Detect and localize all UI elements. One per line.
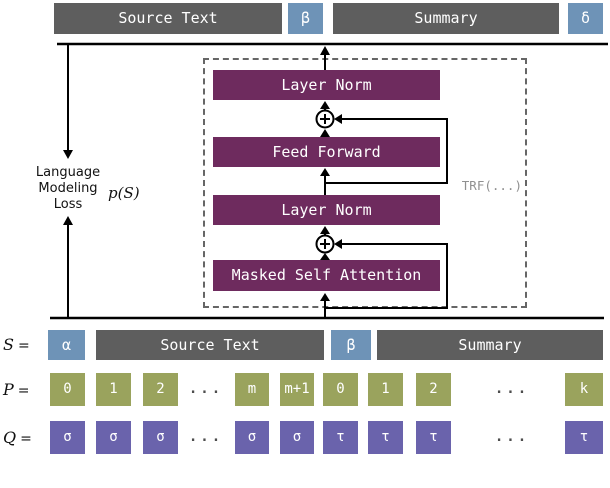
row-q-letter: Q [3,428,17,447]
p-token: 0 [323,373,358,406]
target-beta-token: β [288,3,323,34]
target-summary-segment: Summary [333,3,559,34]
trf-function-label: TRF(...) [461,178,522,193]
feed-forward-block: Feed Forward [213,137,440,167]
s-beta-token: β [331,330,371,360]
probability-p-of-s-label: p(S) [108,184,140,202]
q-token: σ [280,421,314,454]
q-token: τ [416,421,451,454]
row-q-label: Q= [3,421,45,456]
p-token: m [235,373,269,406]
loss-label-line2: Modeling [38,181,98,196]
q-token: σ [235,421,269,454]
p-token: 2 [143,373,178,406]
p-token: m+1 [280,373,314,406]
q-token: τ [565,421,603,454]
ellipsis: ... [494,429,530,445]
position-row: 0 1 2 ... m m+1 0 1 2 ... k [0,373,610,406]
row-s-letter: S [3,335,14,354]
s-source-text-segment: Source Text [96,330,324,360]
row-s-equals: = [17,338,30,354]
target-delta-token: δ [568,3,603,34]
q-token: τ [368,421,403,454]
layer-norm-mid-block: Layer Norm [213,195,440,225]
row-q-equals: = [20,431,32,447]
layer-norm-top-block: Layer Norm [213,70,440,100]
ellipsis: ... [188,429,224,445]
q-token: σ [96,421,131,454]
language-modeling-loss-label: Language Modeling Loss [18,165,118,213]
target-sequence-row: Source Text β Summary δ [0,3,610,34]
input-sequence-row: α Source Text β Summary [0,330,610,360]
ellipsis: ... [494,381,530,397]
loss-label-line1: Language [35,165,101,180]
segment-row: σ σ σ ... σ σ τ τ τ ... τ [0,421,610,454]
s-summary-segment: Summary [377,330,603,360]
loss-arrow-down-head [63,150,73,159]
masked-self-attention-block: Masked Self Attention [213,260,440,291]
q-token: σ [143,421,178,454]
p-token: 1 [368,373,403,406]
loss-arrow-up-head [63,216,73,225]
p-token: k [565,373,603,406]
q-token: τ [323,421,358,454]
row-p-label: P= [3,373,45,408]
output-arrow-head [320,46,330,55]
p-token: 1 [96,373,131,406]
ellipsis: ... [188,381,224,397]
p-token: 2 [416,373,451,406]
row-s-label: S= [3,330,45,361]
q-token: σ [50,421,85,454]
row-p-letter: P [3,380,14,399]
s-alpha-token: α [48,330,85,360]
row-p-equals: = [17,383,30,399]
p-token: 0 [50,373,85,406]
loss-label-line3: Loss [53,197,83,212]
target-source-text-segment: Source Text [54,3,282,34]
